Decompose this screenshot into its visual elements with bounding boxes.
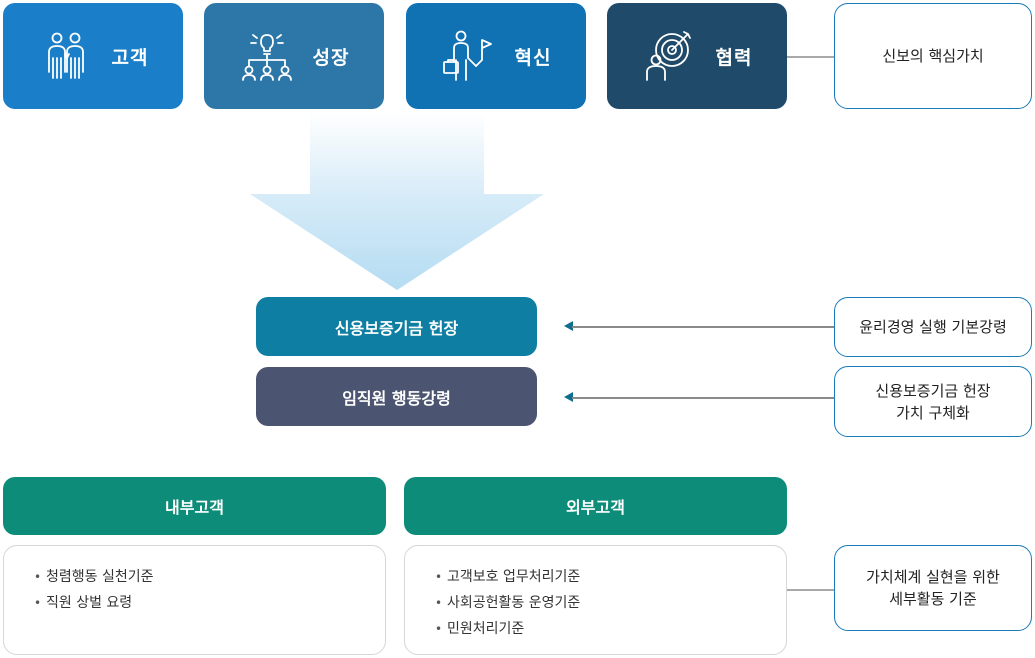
list-item: 직원 상벌 요령 <box>34 590 385 616</box>
value-label-cooperation: 협력 <box>715 46 753 69</box>
note-values-line-2: 가치 구체화 <box>896 403 970 422</box>
internal-customer-title: 내부고객 <box>165 498 224 517</box>
arrow-line-charter <box>572 326 834 328</box>
note-detail: 가치체계 실현을 위한 세부활동 기준 <box>834 545 1032 631</box>
note-core-text: 신보의 핵심가치 <box>882 47 984 65</box>
charter-text: 신용보증기금 헌장 <box>334 318 459 338</box>
arrow-head-code <box>564 392 573 402</box>
down-arrow <box>250 112 544 290</box>
value-label-customer: 고객 <box>111 46 149 69</box>
value-box-customer: 고객 <box>3 3 183 109</box>
internal-customer-list: 청렴행동 실천기준 직원 상벌 요령 <box>3 545 386 655</box>
note-core-values: 신보의 핵심가치 <box>834 3 1032 109</box>
value-label-growth: 성장 <box>312 46 350 69</box>
list-item: 청렴행동 실천기준 <box>34 564 385 590</box>
value-box-innovation: 혁신 <box>406 3 586 109</box>
internal-customer-header: 내부고객 <box>3 477 386 535</box>
list-item: 고객보호 업무처리기준 <box>435 564 786 590</box>
code-of-conduct-box: 임직원 행동강령 <box>256 367 537 426</box>
innovation-person-flag-icon <box>442 30 492 81</box>
external-customer-title: 외부고객 <box>566 498 625 517</box>
charter-box: 신용보증기금 헌장 <box>256 297 537 356</box>
code-of-conduct-text: 임직원 행동강령 <box>342 388 451 408</box>
arrow-head-charter <box>564 321 573 331</box>
note-detail-line-2: 세부활동 기준 <box>889 590 977 608</box>
external-customer-header: 외부고객 <box>404 477 787 535</box>
note-ethics-text: 윤리경영 실행 기본강령 <box>859 318 1007 336</box>
connector-core <box>787 56 834 58</box>
list-item: 사회공헌활동 운영기준 <box>435 590 786 616</box>
external-customer-list: 고객보호 업무처리기준 사회공헌활동 운영기준 민원처리기준 <box>404 545 787 655</box>
note-detail-line-1: 가치체계 실현을 위한 <box>866 568 1000 586</box>
cooperation-target-icon <box>645 31 691 81</box>
connector-detail <box>787 589 834 591</box>
value-box-growth: 성장 <box>204 3 384 109</box>
value-box-cooperation: 협력 <box>607 3 787 109</box>
list-item: 민원처리기준 <box>435 616 786 642</box>
growth-org-chart-icon <box>241 34 292 81</box>
note-values-line-1: 신용보증기금 헌장 <box>875 381 991 400</box>
note-ethics: 윤리경영 실행 기본강령 <box>834 297 1032 357</box>
note-values: 신용보증기금 헌장 가치 구체화 <box>834 366 1032 437</box>
customer-people-icon <box>47 32 84 79</box>
arrow-line-code <box>572 397 834 399</box>
value-label-innovation: 혁신 <box>514 46 552 69</box>
